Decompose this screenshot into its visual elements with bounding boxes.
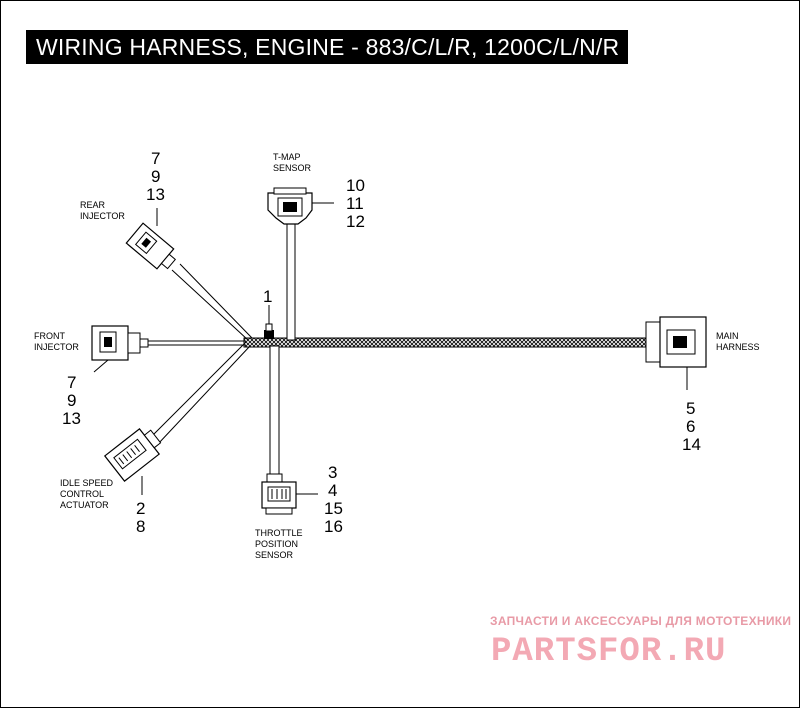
main-harness-label-1: MAIN (716, 331, 739, 341)
front-injector-ref-1: 7 (67, 373, 76, 392)
throttle-position-sensor-connector: THROTTLE POSITION SENSOR 3 4 15 16 (255, 463, 343, 560)
front-injector-label-1: FRONT (34, 331, 65, 341)
watermark-tagline: ЗАПЧАСТИ И АКСЕССУАРЫ ДЛЯ МОТОТЕХНИКИ (490, 614, 791, 628)
rear-injector-ref-3: 13 (146, 185, 165, 204)
throttle-ref-4: 16 (324, 517, 343, 536)
idle-speed-ref-1: 2 (136, 499, 145, 518)
idle-speed-ref-2: 8 (136, 517, 145, 536)
tmap-label-1: T-MAP (273, 152, 301, 162)
main-harness-connector: MAIN HARNESS 5 6 14 (645, 316, 760, 454)
watermark: ЗАПЧАСТИ И АКСЕССУАРЫ ДЛЯ МОТОТЕХНИКИ PA… (490, 614, 791, 671)
idle-speed-label-1: IDLE SPEED (60, 478, 114, 488)
rear-injector-connector: REAR INJECTOR 7 9 13 (80, 149, 177, 270)
ref-1: 1 (263, 287, 272, 306)
watermark-logo: PARTSFOR.RU (491, 633, 726, 671)
main-trunk (243, 337, 647, 348)
front-injector-label-2: INJECTOR (34, 342, 79, 352)
idle-speed-label-2: CONTROL (60, 489, 104, 499)
front-injector-ref-3: 13 (62, 409, 81, 428)
main-harness-ref-1: 5 (686, 399, 695, 418)
throttle-ref-1: 3 (328, 463, 337, 482)
main-harness-label-2: HARNESS (716, 342, 760, 352)
tmap-ref-2: 11 (346, 194, 364, 213)
idle-speed-actuator-connector: IDLE SPEED CONTROL ACTUATOR 2 8 (60, 428, 162, 536)
rear-injector-label-1: REAR (80, 200, 106, 210)
front-injector-connector: FRONT INJECTOR 7 9 13 (34, 325, 149, 428)
tmap-sensor-connector: T-MAP SENSOR 10 11 12 (267, 152, 365, 231)
tmap-label-2: SENSOR (273, 163, 312, 173)
throttle-ref-2: 4 (328, 481, 337, 500)
throttle-label-1: THROTTLE (255, 528, 303, 538)
rear-injector-label-2: INJECTOR (80, 211, 125, 221)
tmap-ref-1: 10 (346, 176, 365, 195)
throttle-label-3: SENSOR (255, 550, 294, 560)
idle-speed-label-3: ACTUATOR (60, 500, 109, 510)
throttle-label-2: POSITION (255, 539, 298, 549)
tmap-ref-3: 12 (346, 212, 365, 231)
rear-injector-ref-1: 7 (151, 149, 160, 168)
throttle-ref-3: 15 (324, 499, 343, 518)
rear-injector-ref-2: 9 (151, 167, 160, 186)
harness-clip: 1 (263, 287, 274, 339)
main-harness-ref-2: 6 (686, 417, 695, 436)
main-harness-ref-3: 14 (682, 435, 701, 454)
front-injector-ref-2: 9 (67, 391, 76, 410)
diagram-title: WIRING HARNESS, ENGINE - 883/C/L/R, 1200… (26, 30, 628, 64)
